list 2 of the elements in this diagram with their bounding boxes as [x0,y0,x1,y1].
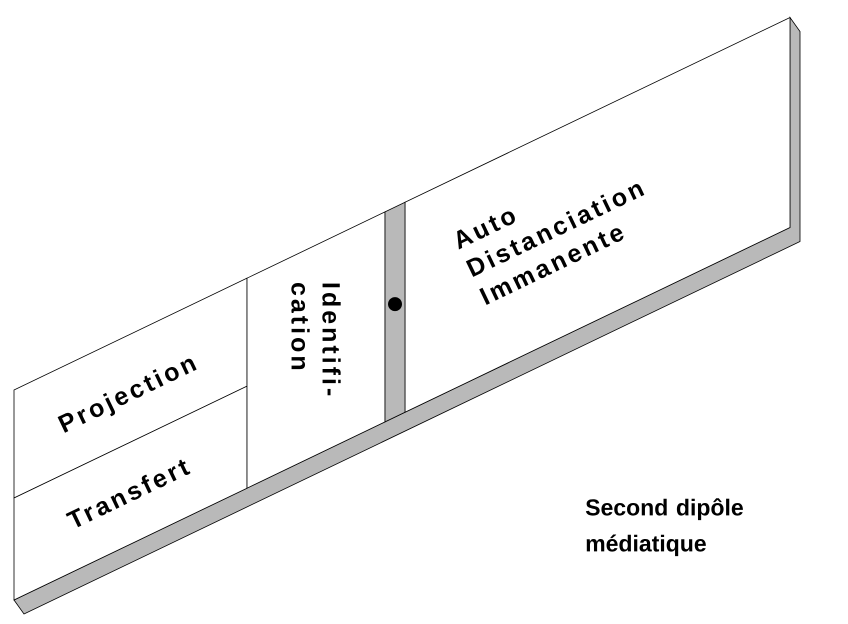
caption-text: Second dipôle médiatique [586,498,743,556]
panel: Identifi- cation [246,211,386,489]
